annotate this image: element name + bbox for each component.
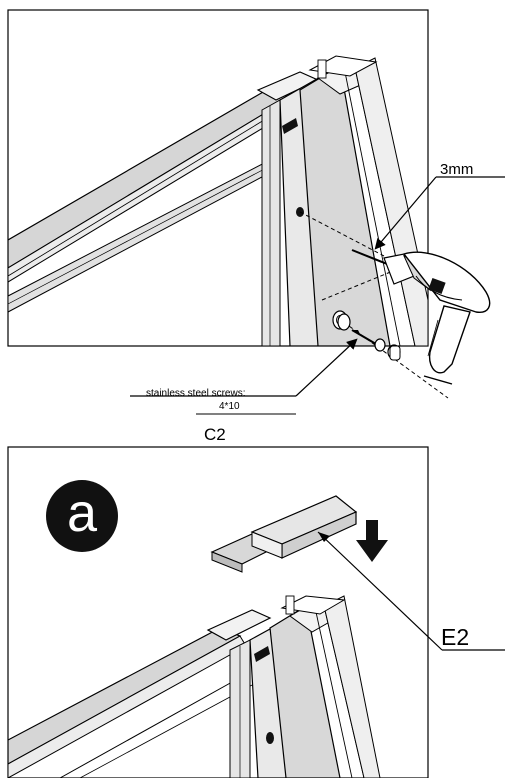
e2-part bbox=[210, 495, 358, 573]
bottom-panel bbox=[7, 446, 505, 778]
part-e2-label: E2 bbox=[441, 624, 470, 650]
bottom-frame-profile bbox=[8, 595, 381, 778]
part-c2-label: C2 bbox=[204, 425, 226, 444]
down-arrow bbox=[356, 520, 388, 562]
drill-illustration bbox=[351, 249, 491, 385]
top-frame-profile bbox=[8, 55, 428, 346]
drill-bit-size-label: 3mm bbox=[440, 161, 474, 178]
top-panel bbox=[7, 9, 505, 415]
screw-assembly bbox=[337, 313, 401, 361]
step-badge: a bbox=[46, 480, 118, 552]
screw-size-label: 4*10 bbox=[219, 401, 240, 412]
screw-type-label: stainless steel screws: bbox=[146, 388, 246, 399]
